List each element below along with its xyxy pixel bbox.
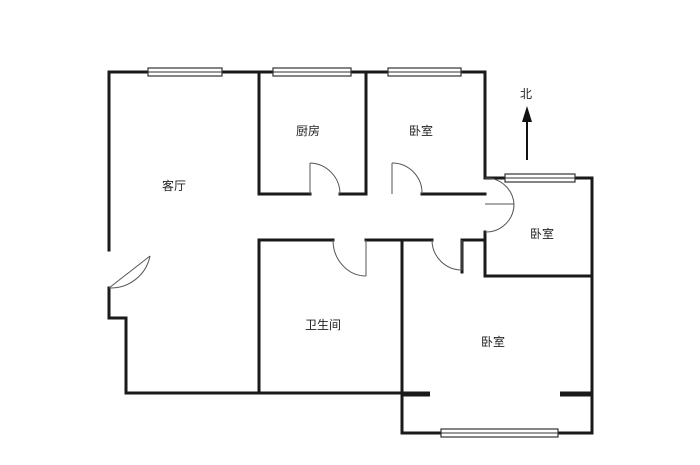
compass: 北 — [520, 87, 532, 160]
room-label-bedroom-south: 卧室 — [481, 334, 505, 349]
room-label-living: 客厅 — [162, 178, 186, 193]
door-kitchen — [309, 162, 341, 195]
door-entry — [108, 255, 151, 289]
window-bedroom-south — [440, 428, 559, 438]
room-labels: 客厅 厨房 卧室 卧室 卫生间 卧室 — [162, 123, 554, 349]
doors — [108, 162, 515, 289]
window-bedroom-east — [504, 173, 576, 183]
room-label-bedroom-north: 卧室 — [409, 123, 433, 138]
room-label-bathroom: 卫生间 — [305, 318, 341, 332]
door-bedroom-east — [484, 177, 515, 233]
windows — [147, 67, 576, 438]
door-bedroom-south — [431, 239, 463, 271]
window-bedroom-north — [387, 67, 462, 77]
room-label-kitchen: 厨房 — [296, 123, 320, 138]
window-living — [147, 67, 223, 77]
compass-north-label: 北 — [520, 87, 532, 101]
walls — [107, 70, 594, 435]
room-label-bedroom-east: 卧室 — [530, 226, 554, 241]
north-arrow-icon — [522, 106, 532, 122]
window-kitchen — [272, 67, 352, 77]
door-bedroom-north — [391, 162, 423, 195]
door-bathroom — [332, 239, 367, 277]
